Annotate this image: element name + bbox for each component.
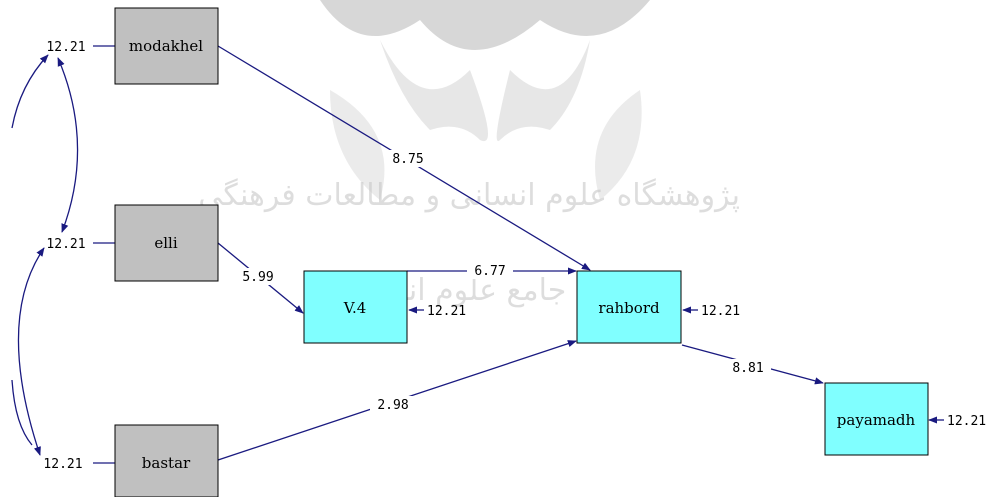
node-label: bastar	[142, 454, 191, 472]
error-rahbord: 12.21	[682, 304, 740, 319]
error-bastar: 12.21	[43, 457, 115, 472]
coef-v4-rahbord: 6.77	[474, 264, 505, 279]
error-v4: 12.21	[408, 304, 466, 319]
node-label: payamadh	[837, 411, 916, 429]
coef-bastar-rahbord: 2.98	[377, 398, 408, 413]
watermark-line-1: پژوهشگاه علوم انسانی و مطالعات فرهنگی	[198, 178, 740, 213]
watermark-emblem	[320, 0, 650, 200]
error-value: 12.21	[46, 237, 85, 252]
path-v4-rahbord: 6.77	[407, 262, 577, 279]
error-value: 12.21	[427, 304, 466, 319]
error-value: 12.21	[46, 40, 85, 55]
node-modakhel: modakhel	[114, 7, 219, 85]
node-label: rahbord	[598, 299, 660, 317]
coef-rahbord-payamadh: 8.81	[732, 361, 763, 376]
path-elli-v4: 5.99	[217, 242, 304, 314]
node-label: V.4	[343, 299, 367, 317]
error-payamadh: 12.21	[928, 414, 986, 429]
node-label: modakhel	[129, 37, 203, 55]
node-bastar: bastar	[114, 424, 219, 497]
path-modakhel-rahbord: 8.75	[217, 45, 591, 271]
coef-elli-v4: 5.99	[242, 270, 273, 285]
coef-modakhel-rahbord: 8.75	[392, 152, 423, 167]
node-payamadh: payamadh	[824, 382, 929, 456]
path-bastar-rahbord: 2.98	[217, 340, 577, 461]
node-label: elli	[154, 234, 177, 252]
covariance-arcs	[11, 54, 79, 456]
error-value: 12.21	[947, 414, 986, 429]
error-modakhel: 12.21	[46, 40, 115, 55]
path-rahbord-payamadh: 8.81	[681, 344, 824, 385]
node-v4: V.4	[303, 270, 408, 344]
node-elli: elli	[114, 204, 219, 282]
error-elli: 12.21	[46, 237, 115, 252]
node-rahbord: rahbord	[576, 270, 682, 344]
error-value: 12.21	[701, 304, 740, 319]
error-value: 12.21	[43, 457, 82, 472]
